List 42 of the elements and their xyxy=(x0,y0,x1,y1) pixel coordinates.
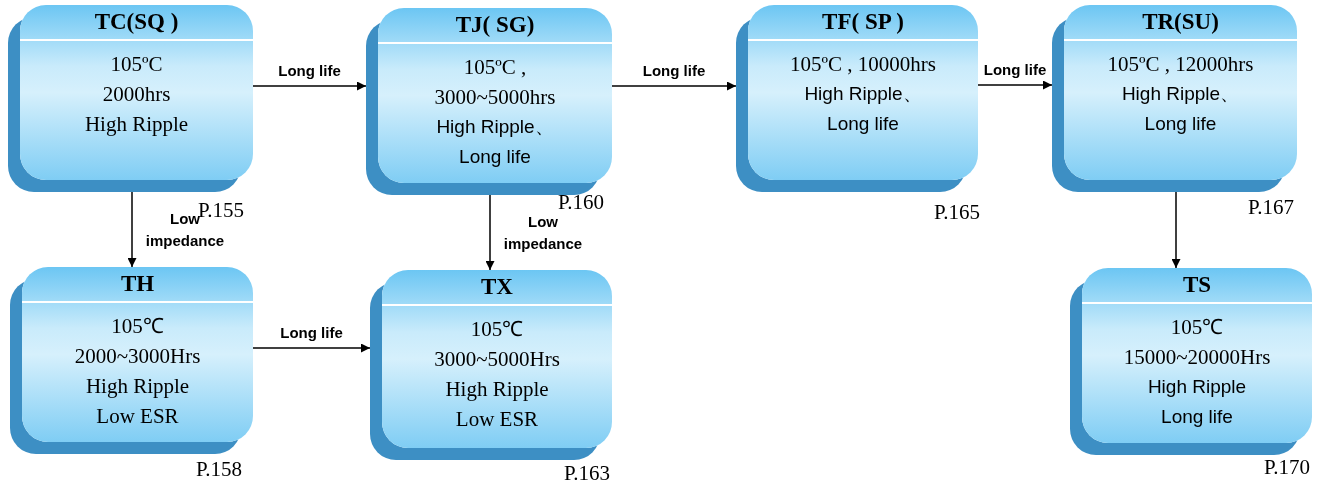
box-text: Low ESR xyxy=(455,406,539,433)
box-text: Long life xyxy=(459,145,531,169)
box-text: Long life xyxy=(1144,112,1217,136)
box-text: 15000~20000Hrs xyxy=(1123,344,1271,371)
box-text: 105℃ xyxy=(470,316,524,343)
box-text: Long life xyxy=(827,112,899,136)
arrow xyxy=(127,191,137,268)
arrow xyxy=(252,343,371,353)
box-text: 3000~5000hrs xyxy=(434,84,556,111)
box-text: 105ºC , 12000hrs xyxy=(1107,51,1254,78)
box-heading: TF( SP ) xyxy=(748,5,978,41)
box-text: High Ripple xyxy=(1147,375,1247,399)
box-heading: TH xyxy=(22,267,253,303)
page-reference: P.165 xyxy=(934,199,981,225)
box-text: High Ripple xyxy=(85,373,190,400)
box-text: High Ripple、 xyxy=(436,115,554,139)
box-text: Low ESR xyxy=(96,403,179,430)
box-text: 105ºC xyxy=(110,51,163,78)
box-heading: TJ( SG) xyxy=(378,8,612,44)
arrow xyxy=(485,194,495,271)
page-reference: P.170 xyxy=(1264,454,1311,480)
box-text: 105ºC , xyxy=(463,54,527,81)
box-heading: TX xyxy=(382,270,612,306)
box-heading: TC(SQ ) xyxy=(20,5,253,41)
box-text: 2000~3000Hrs xyxy=(74,343,201,370)
box-text: High Ripple、 xyxy=(1121,82,1240,106)
arrow xyxy=(252,81,367,91)
box-text: High Ripple、 xyxy=(804,82,922,106)
box-text: High Ripple xyxy=(84,111,189,138)
page-reference: P.158 xyxy=(196,456,243,482)
arrow xyxy=(611,81,737,91)
box-text: High Ripple xyxy=(445,376,549,403)
box-text: 3000~5000Hrs xyxy=(434,346,560,373)
page-reference: P.163 xyxy=(564,460,611,484)
box-text: 2000hrs xyxy=(102,81,171,108)
box-heading: TS xyxy=(1082,268,1312,304)
page-reference: P.167 xyxy=(1248,194,1295,220)
box-text: 105℃ xyxy=(1170,314,1224,341)
box-text: 105ºC , 10000hrs xyxy=(790,51,936,78)
box-heading: TR(SU) xyxy=(1064,5,1297,41)
box-text: Long life xyxy=(1161,405,1233,429)
box-text: 105℃ xyxy=(111,313,164,340)
